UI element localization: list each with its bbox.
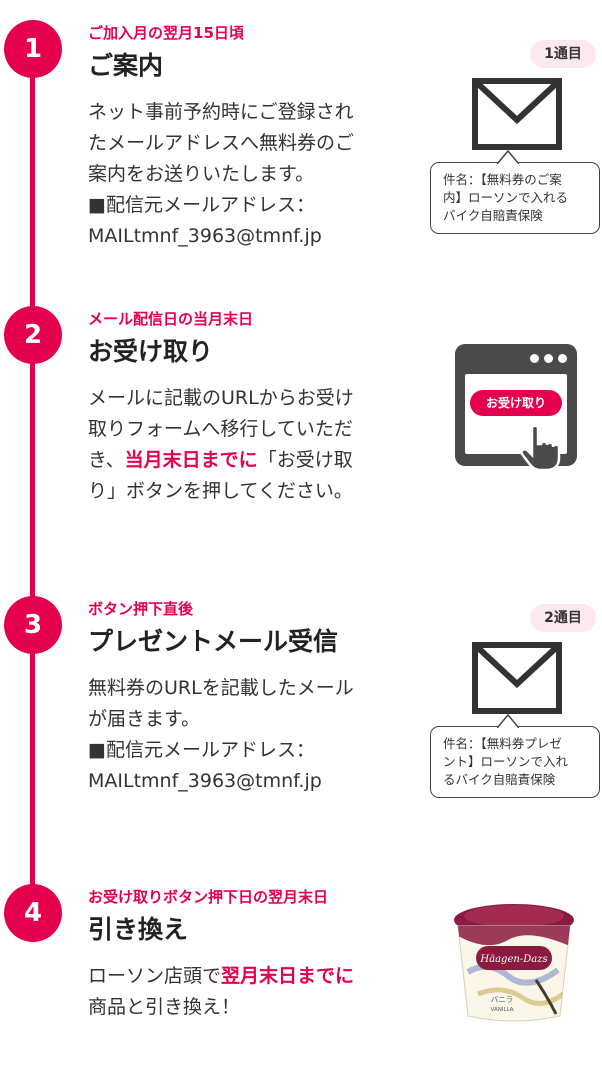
envelope-icon bbox=[472, 642, 562, 714]
deadline-highlight: 当月末日までに bbox=[124, 449, 258, 471]
mail-count-badge: 1通目 bbox=[530, 40, 596, 68]
step-description: ネット事前予約時にご登録され たメールアドレスへ無料券のご 案内をお送りいたしま… bbox=[88, 97, 423, 252]
pointing-hand-icon bbox=[520, 424, 561, 472]
bubble-line: バイク自賠責保険 bbox=[443, 208, 543, 223]
step-subtitle: お受け取りボタン押下日の翌月末日 bbox=[88, 888, 329, 906]
sender-email-address: MAILtmnf_3963@tmnf.jp bbox=[88, 225, 322, 247]
step-description: 無料券のURLを記載したメール が届きます。 ■配信元メールアドレス： MAIL… bbox=[88, 673, 423, 797]
desc-line: ■配信元メールアドレス： bbox=[88, 194, 315, 216]
receive-button-illustration: お受け取り bbox=[470, 390, 562, 416]
tablet-dot bbox=[558, 354, 567, 363]
sender-email-address: MAILtmnf_3963@tmnf.jp bbox=[88, 770, 322, 792]
desc-line: ネット事前予約時にご登録され bbox=[88, 101, 354, 123]
step-number: 1 bbox=[4, 20, 62, 78]
step-title: ご案内 bbox=[88, 51, 164, 80]
step-text: メール配信日の当月末日 お受け取り メールに記載のURLからお受け 取りフォーム… bbox=[88, 306, 423, 507]
desc-line: り」ボタンを押してください。 bbox=[88, 480, 353, 502]
step-number: 4 bbox=[4, 884, 62, 942]
step-description: ローソン店頭で翌月末日までに 商品と引き換え！ bbox=[88, 961, 423, 1023]
email-subject-bubble: 件名：【無料券のご案 内】ローソンで入れる バイク自賠責保険 bbox=[430, 150, 600, 234]
step-title: プレゼントメール受信 bbox=[88, 627, 339, 656]
desc-line: 商品と引き換え！ bbox=[88, 996, 241, 1018]
deadline-highlight: 翌月末日までに bbox=[221, 965, 355, 987]
step-text: お受け取りボタン押下日の翌月末日 引き換え ローソン店頭で翌月末日までに 商品と… bbox=[88, 884, 423, 1023]
product-brand: Häagen-Dazs bbox=[479, 954, 547, 965]
desc-line: ■配信元メールアドレス： bbox=[88, 739, 315, 761]
step-title: お受け取り bbox=[88, 337, 214, 366]
step-number: 3 bbox=[4, 596, 62, 654]
desc-line: ローソン店頭で翌月末日までに bbox=[88, 965, 355, 987]
desc-line: 取りフォームへ移行していただ bbox=[88, 418, 353, 440]
desc-line: 案内をお送りいたします。 bbox=[88, 163, 315, 185]
step-subtitle: ご加入月の翌月15日頃 bbox=[88, 24, 244, 42]
step-subtitle: メール配信日の当月末日 bbox=[88, 310, 254, 328]
desc-line: き、当月末日までに「お受け取 bbox=[88, 449, 353, 471]
desc-line: たメールアドレスへ無料券のご bbox=[88, 132, 355, 154]
bubble-tail bbox=[497, 714, 519, 728]
mail-count-badge: 2通目 bbox=[530, 604, 596, 632]
tablet-dot bbox=[530, 354, 539, 363]
bubble-line: るバイク自賠責保険 bbox=[443, 772, 556, 787]
step-description: メールに記載のURLからお受け 取りフォームへ移行していただ き、当月末日までに… bbox=[88, 383, 423, 507]
desc-line: が届きます。 bbox=[88, 708, 201, 730]
step-subtitle: ボタン押下直後 bbox=[88, 600, 194, 618]
desc-line: メールに記載のURLからお受け bbox=[88, 387, 354, 409]
envelope-icon bbox=[472, 78, 562, 150]
bubble-line: ント】ローソンで入れ bbox=[443, 754, 569, 769]
product-flavor-en: VANILLA bbox=[491, 1007, 514, 1013]
step-text: ボタン押下直後 プレゼントメール受信 無料券のURLを記載したメール が届きます… bbox=[88, 596, 423, 797]
step-title: 引き換え bbox=[88, 915, 189, 944]
email-subject-bubble: 件名：【無料券プレゼ ント】ローソンで入れ るバイク自賠責保険 bbox=[430, 714, 600, 798]
bubble-line: 件名：【無料券のご案 bbox=[443, 172, 562, 187]
bubble-tail bbox=[497, 150, 519, 164]
tablet-dot bbox=[544, 354, 553, 363]
bubble-line: 内】ローソンで入れる bbox=[443, 190, 569, 205]
product-flavor-jp: バニラ bbox=[491, 995, 514, 1004]
bubble-line: 件名：【無料券プレゼ bbox=[443, 736, 562, 751]
step-text: ご加入月の翌月15日頃 ご案内 ネット事前予約時にご登録され たメールアドレスへ… bbox=[88, 20, 423, 252]
step-number: 2 bbox=[4, 306, 62, 364]
ice-cream-cup-image: Häagen-Dazs バニラ VANILLA bbox=[454, 904, 574, 1022]
timeline-line bbox=[30, 54, 35, 930]
desc-line: 無料券のURLを記載したメール bbox=[88, 677, 354, 699]
